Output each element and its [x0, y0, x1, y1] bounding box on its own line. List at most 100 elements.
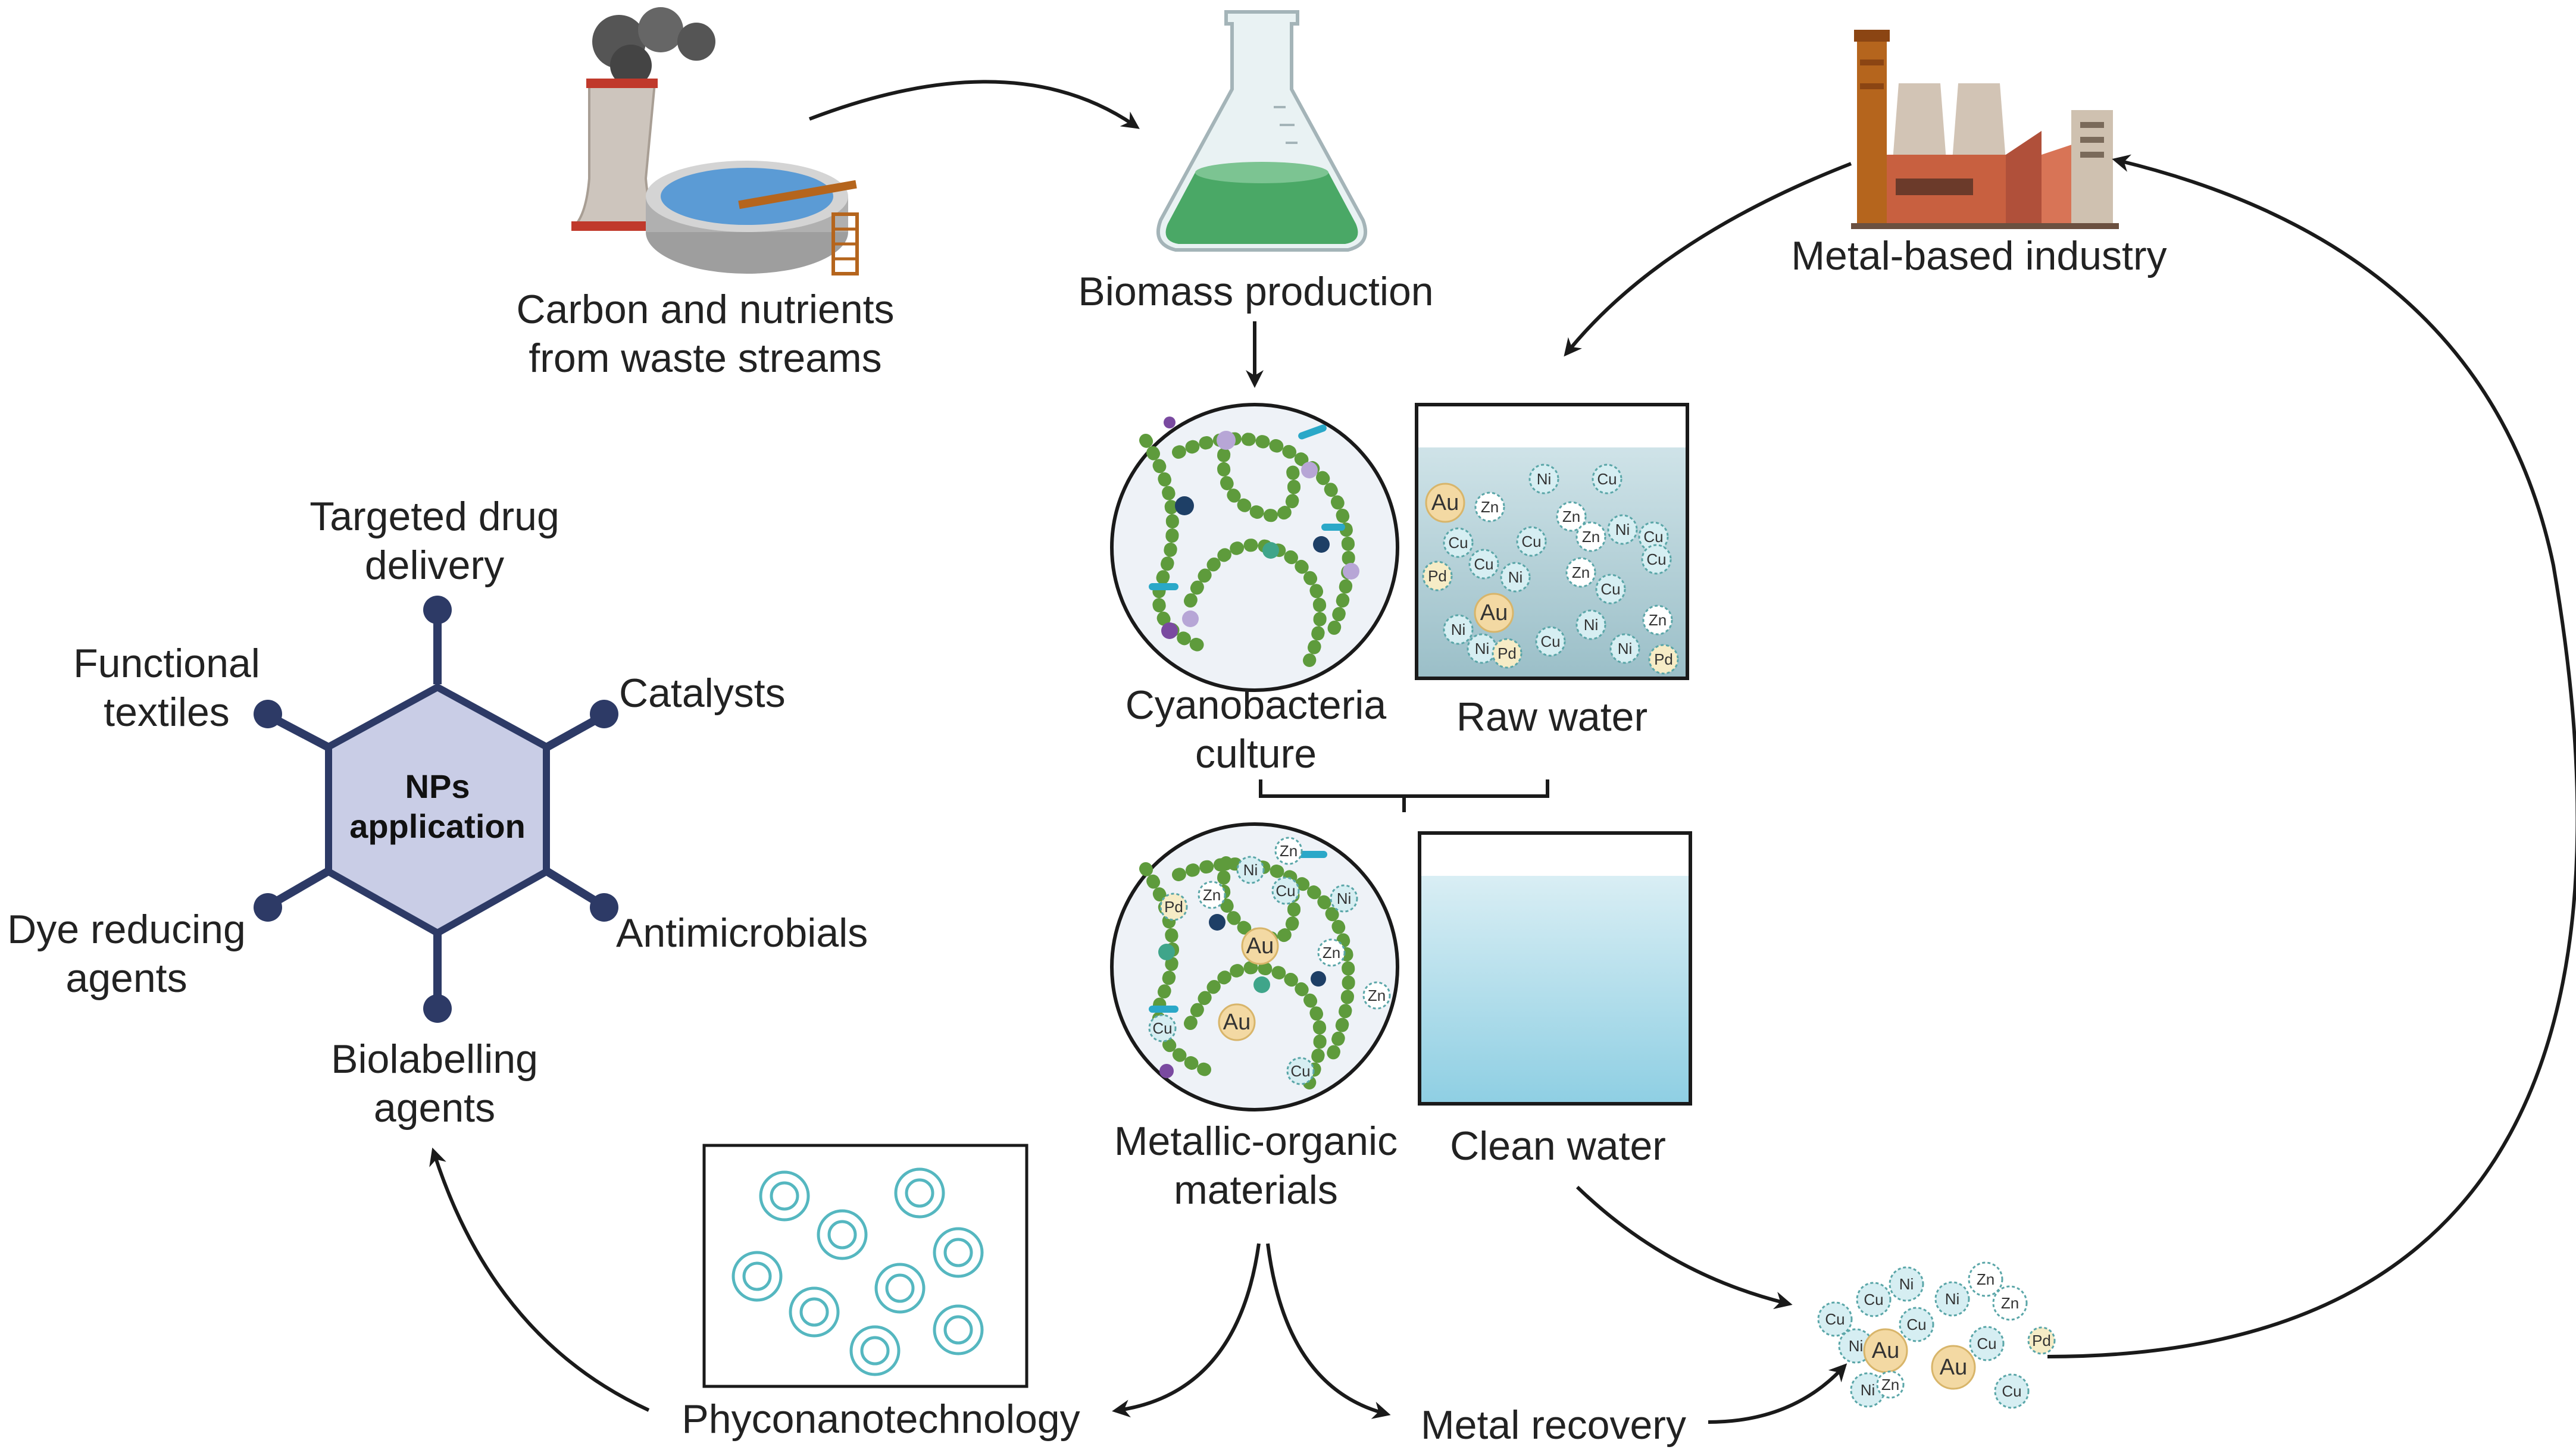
- ion-label: Ni: [1243, 861, 1258, 879]
- ion-label: Zn: [1203, 886, 1221, 904]
- nps-hexagon: [325, 683, 550, 937]
- ion-cu: [1899, 1307, 1934, 1342]
- arrow-materials-to-recovery: [1266, 1243, 1391, 1419]
- label-phyconanotechnology: Phyconanotechnology: [681, 1396, 1080, 1442]
- ion-label: Ni: [1899, 1275, 1914, 1293]
- arrow-waste-to-biomass: [808, 80, 1140, 129]
- ion-au: [1218, 1003, 1256, 1041]
- ion-zn: [1968, 1261, 2003, 1297]
- ion-au: [1474, 593, 1514, 633]
- ion-label: Ni: [1337, 890, 1352, 907]
- ion-label: Zn: [1977, 1270, 1994, 1288]
- ion-cu: [1817, 1301, 1853, 1337]
- label-clean-water: Clean water: [1450, 1123, 1666, 1169]
- ion-cu: [1592, 464, 1622, 494]
- label-antimicrobials: Antimicrobials: [616, 910, 868, 956]
- ion-label: Ni: [1945, 1290, 1960, 1308]
- ion-cu: [1969, 1326, 2005, 1361]
- ion-label: Cu: [1864, 1291, 1883, 1308]
- ion-zn: [1317, 938, 1346, 967]
- ion-cu: [1443, 527, 1474, 558]
- ion-label: Cu: [1276, 882, 1295, 900]
- arrow-cleanwater-to-metals: [1575, 1185, 1793, 1310]
- ion-label: Cu: [1290, 1062, 1310, 1080]
- arrow-recovery-to-metals: [1708, 1363, 1847, 1424]
- ion-ni: [1575, 609, 1606, 640]
- label-catalysts: Catalysts: [619, 671, 786, 716]
- ion-au: [1863, 1328, 1908, 1373]
- ion-ni: [1609, 633, 1640, 664]
- ion-zn: [1362, 981, 1391, 1010]
- ion-label: Cu: [1906, 1316, 1926, 1333]
- ion-zn: [1565, 557, 1596, 588]
- ion-label: Cu: [1646, 550, 1666, 568]
- ion-label: Cu: [1597, 470, 1617, 488]
- ion-zn: [1474, 491, 1505, 522]
- wastewater-plant-icon: [571, 7, 859, 275]
- ion-label: Au: [1480, 600, 1508, 625]
- ion-cu: [1994, 1373, 2030, 1409]
- ion-pd: [1422, 561, 1453, 591]
- ion-ni: [1889, 1266, 1924, 1302]
- label-metal-recovery: Metal recovery: [1421, 1402, 1686, 1448]
- ion-label: Cu: [1521, 533, 1541, 550]
- ion-label: Au: [1940, 1355, 1967, 1380]
- ion-label: Cu: [1152, 1019, 1172, 1037]
- ion-label: Cu: [1600, 580, 1620, 598]
- ion-label: Zn: [1562, 508, 1580, 525]
- ion-label: Ni: [1508, 568, 1523, 586]
- nps-application-hub: [254, 596, 618, 1023]
- ion-label: Zn: [1481, 498, 1499, 516]
- ion-ni: [1500, 562, 1531, 593]
- ion-cu: [1468, 549, 1499, 580]
- ion-label: Ni: [1475, 640, 1490, 657]
- ion-label: Cu: [1977, 1335, 1996, 1352]
- ion-label: Ni: [1584, 616, 1599, 634]
- arrow-metals-to-industry: [2047, 154, 2576, 1358]
- ion-cu: [1516, 526, 1547, 557]
- ion-label: Au: [1223, 1010, 1251, 1035]
- label-metal-industry: Metal-based industry: [1791, 233, 2167, 278]
- ion-ni: [1236, 856, 1265, 884]
- ion-label: Cu: [1643, 528, 1663, 546]
- ion-ni: [1443, 614, 1474, 645]
- ion-label: Ni: [1618, 640, 1633, 657]
- arrow-materials-to-phyco: [1112, 1243, 1261, 1418]
- ion-label: Cu: [2002, 1382, 2021, 1400]
- ion-label: Ni: [1537, 470, 1552, 488]
- nanoparticles-box: [702, 1144, 1028, 1388]
- ion-cu: [1148, 1014, 1177, 1042]
- flask-icon: [1156, 10, 1367, 252]
- arrow-industry-to-rawwater: [1564, 162, 1852, 357]
- ion-ni: [1330, 884, 1358, 913]
- ion-zn: [1992, 1285, 2028, 1321]
- ion-label: Zn: [2001, 1294, 2019, 1312]
- ion-ni: [1934, 1281, 1970, 1317]
- ion-zn: [1198, 881, 1226, 909]
- ion-label: Zn: [1881, 1376, 1899, 1394]
- ion-label: Pd: [1498, 644, 1517, 662]
- ion-label: Ni: [1451, 621, 1466, 638]
- ion-cu: [1856, 1282, 1892, 1317]
- ion-label: Au: [1431, 490, 1459, 515]
- ion-label: Au: [1246, 934, 1274, 959]
- ion-label: Pd: [1164, 898, 1183, 916]
- ion-label: Zn: [1572, 563, 1590, 581]
- ion-label: Pd: [2032, 1332, 2051, 1349]
- ion-ni: [1528, 464, 1559, 494]
- ion-cu: [1641, 544, 1672, 575]
- smoke-icon: [592, 7, 715, 86]
- bracket: [1259, 779, 1549, 812]
- clean-water-tank: [1418, 831, 1692, 1106]
- ion-label: Au: [1872, 1338, 1899, 1363]
